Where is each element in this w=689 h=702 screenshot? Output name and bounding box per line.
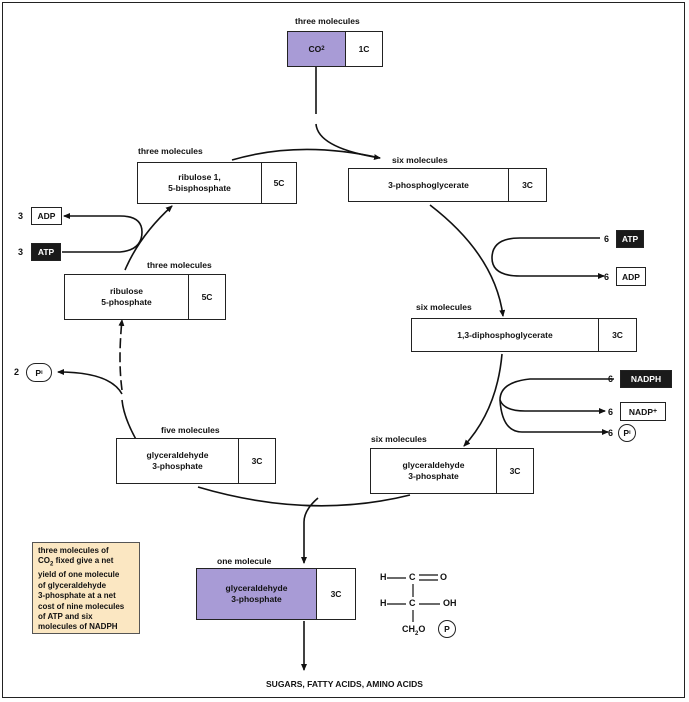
right-adp-n: 6 xyxy=(604,272,610,282)
nadp-sup: + xyxy=(653,408,658,415)
right-atp-loop xyxy=(491,237,605,279)
pga-carbons: 3C xyxy=(508,169,546,201)
ru5p-count: three molecules xyxy=(147,260,212,270)
nadp-box: NADP+ xyxy=(620,402,666,421)
struct-c1: C xyxy=(409,572,416,582)
right-atp-box: ATP xyxy=(616,230,644,248)
left-adp-box: ADP xyxy=(31,207,62,225)
note-co2-sub: 2 xyxy=(50,562,54,568)
dpg-name: 1,3-diphosphoglycerate xyxy=(457,329,553,340)
pga-count: six molecules xyxy=(392,155,448,165)
note-line-7: of ATP and six xyxy=(38,612,93,622)
struct-phosphate-circle: P xyxy=(438,620,456,638)
dpg-carbons: 3C xyxy=(598,319,636,351)
nadph-line xyxy=(499,378,614,401)
right-atp-n: 6 xyxy=(604,234,610,244)
arc-ru5p-dash xyxy=(118,319,125,391)
left-pi-text: P xyxy=(35,367,42,378)
ru5p-name: ribulose 5-phosphate xyxy=(101,286,152,307)
note-line-4: of glyceraldehyde xyxy=(38,580,107,590)
arc-bottom xyxy=(197,486,411,507)
g3p-six-carbons: 3C xyxy=(496,449,533,493)
note-line-6: cost of nine molecules xyxy=(38,601,125,611)
struct-ch: CH xyxy=(402,624,415,634)
g3p-five-count: five molecules xyxy=(161,425,220,435)
right-pi-n: 6 xyxy=(608,428,614,438)
dpg-box: 1,3-diphosphoglycerate 3C xyxy=(411,318,637,352)
right-pi-sub: i xyxy=(629,430,631,436)
left-adp-n: 3 xyxy=(18,211,24,221)
g3p-five-box: glyceraldehyde 3-phosphate 3C xyxy=(116,438,276,484)
nadp-text: NADP xyxy=(628,406,653,417)
g3p-six-count: six molecules xyxy=(371,434,427,444)
g3p-five-name: glyceraldehyde 3-phosphate xyxy=(146,450,209,471)
struct-c2: C xyxy=(409,598,416,608)
co2-text: CO xyxy=(308,43,322,54)
struct-o1: O xyxy=(440,572,448,582)
pga-name: 3-phosphoglycerate xyxy=(388,179,469,190)
nadp-out xyxy=(499,399,606,414)
products-label: SUGARS, FATTY ACIDS, AMINO ACIDS xyxy=(266,679,423,689)
co2-sub: 2 xyxy=(321,45,325,52)
rubp-count: three molecules xyxy=(138,146,203,156)
note-co2: CO xyxy=(38,556,50,566)
left-pi-line xyxy=(57,369,123,395)
note-line-8: molecules of NADPH xyxy=(38,622,118,632)
note-line-1: three molecules of xyxy=(38,546,109,555)
left-atp-loop xyxy=(62,213,143,253)
g3p-out-box: glyceraldehyde 3-phosphate 3C xyxy=(196,568,356,620)
rubp-name: ribulose 1, 5-bisphosphate xyxy=(168,172,231,193)
dpg-count: six molecules xyxy=(416,302,472,312)
g3p-out-name: glyceraldehyde 3-phosphate xyxy=(197,569,316,619)
co2-count: three molecules xyxy=(295,16,360,26)
struct-oh: OH xyxy=(443,598,457,608)
g3p-out-carbons: 3C xyxy=(316,569,355,619)
arc-pga-to-dpg xyxy=(429,204,506,317)
note-line-3: yield of one molecule xyxy=(38,570,120,580)
g3p-out-count: one molecule xyxy=(217,556,272,566)
right-pi-text: P xyxy=(623,428,630,438)
note-line-2: CO2 fixed give a net xyxy=(38,556,134,570)
pi-out-right xyxy=(499,399,609,435)
co2-carbons: 1C xyxy=(345,32,382,66)
rubp-box: ribulose 1, 5-bisphosphate 5C xyxy=(137,162,297,204)
struct-o3: O xyxy=(418,624,426,634)
left-pi-n: 2 xyxy=(14,367,20,377)
arc-rubp-to-pga xyxy=(231,148,381,161)
struct-ch-sub: 2 xyxy=(415,630,419,637)
ru5p-carbons: 5C xyxy=(188,275,225,319)
left-atp-n: 3 xyxy=(18,247,24,257)
branch-to-output xyxy=(301,497,319,564)
struct-h2: H xyxy=(380,598,387,608)
right-adp-box: ADP xyxy=(616,267,646,286)
pga-box: 3-phosphoglycerate 3C xyxy=(348,168,547,202)
struct-ch2o: CH2O xyxy=(402,624,425,637)
left-atp-box: ATP xyxy=(31,243,61,261)
rubp-carbons: 5C xyxy=(261,163,296,203)
left-pi-sub: i xyxy=(41,369,43,376)
nadph-box: NADPH xyxy=(620,370,672,388)
ru5p-box: ribulose 5-phosphate 5C xyxy=(64,274,226,320)
arc-ru5p-to-rubp xyxy=(124,205,173,271)
g3p-six-box: glyceraldehyde 3-phosphate 3C xyxy=(370,448,534,494)
g3p-five-carbons: 3C xyxy=(238,439,275,483)
right-nadp-n: 6 xyxy=(608,407,614,417)
summary-note: three molecules of CO2 fixed give a net … xyxy=(32,542,140,634)
right-nadph-n: 6 xyxy=(608,374,614,384)
note-line-5: 3-phosphate at a net xyxy=(38,591,116,601)
note-line-2-rest: fixed give a net xyxy=(53,556,114,566)
g3p-six-name: glyceraldehyde 3-phosphate xyxy=(402,460,465,481)
arc-dpg-to-g3p xyxy=(463,353,503,447)
struct-h1: H xyxy=(380,572,387,582)
